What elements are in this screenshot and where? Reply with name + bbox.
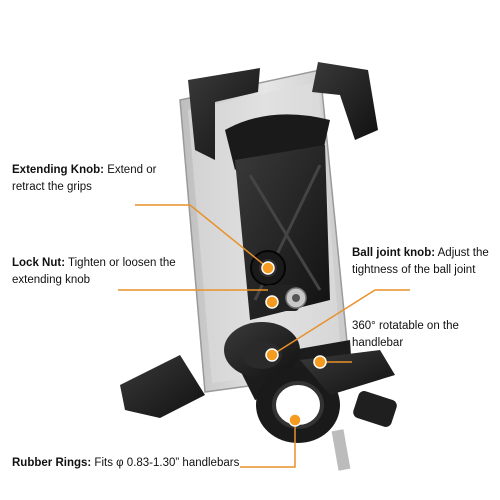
ball-joint-text: Adjust the tightness of the ball joint [352, 247, 489, 276]
extending-knob-dot [261, 261, 275, 275]
rotatable-callout: 360° rotatable on the handlebar [352, 318, 497, 352]
extending-knob-text: Extend or retract the grips [12, 164, 157, 193]
ball-joint [224, 322, 300, 378]
top-grips [188, 62, 378, 170]
lock-nut-callout: Lock Nut: Tighten or loosen the extendin… [12, 255, 187, 289]
callout-lines [118, 204, 410, 468]
rubber-rings-dot [288, 413, 302, 427]
lock-nut-dot [265, 295, 279, 309]
handlebar-clamp [256, 350, 397, 471]
rotatable-dot [313, 355, 327, 369]
lock-nut-title: Lock Nut: [12, 257, 66, 269]
rubber-rings-callout: Rubber Rings: Fits φ 0.83-1.30” handleba… [12, 455, 302, 472]
extending-knob-callout: Extending Knob: Extend or retract the gr… [12, 162, 187, 196]
extending-knob-title: Extending Knob: [12, 164, 104, 176]
callout-dots [261, 261, 327, 427]
rubber-rings-text: Fits φ 0.83-1.30” handlebars [91, 457, 240, 469]
rotatable-text: 360° rotatable on the handlebar [352, 320, 459, 349]
ball-joint-callout: Ball joint knob: Adjust the tightness of… [352, 245, 497, 279]
ball-joint-dot [265, 348, 279, 362]
rubber-rings-title: Rubber Rings: [12, 457, 92, 469]
lock-nut-text: Tighten or loosen the extending knob [12, 257, 176, 286]
ball-joint-title: Ball joint knob: [352, 247, 436, 259]
